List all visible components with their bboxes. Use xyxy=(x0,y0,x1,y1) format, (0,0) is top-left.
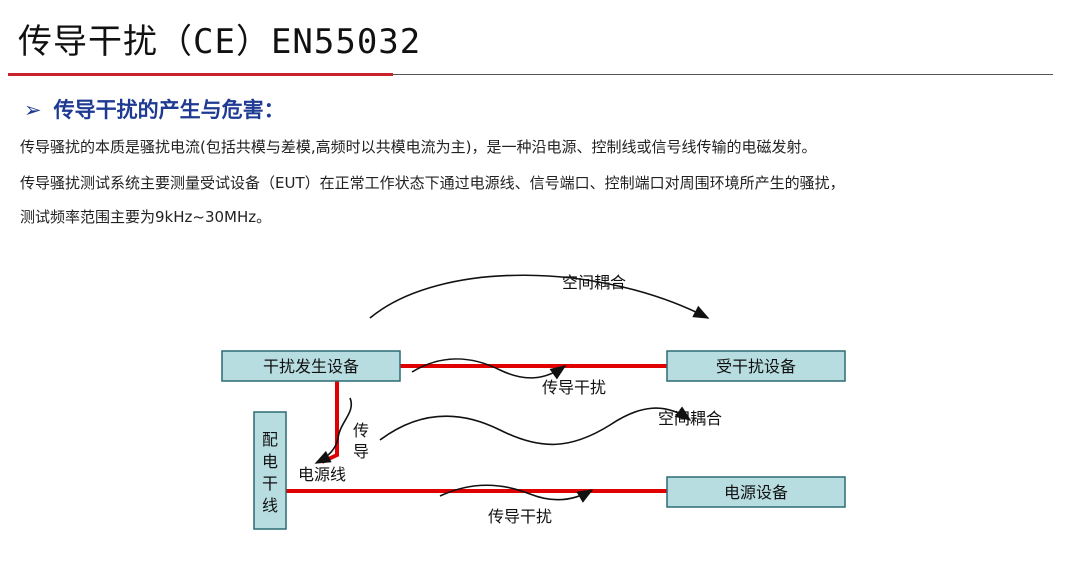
title-underline-red xyxy=(8,73,393,76)
conduct-vertical-wave xyxy=(314,397,353,464)
paragraph-2: 传导骚扰测试系统主要测量受试设备（EUT）在正常工作状态下通过电源线、信号端口、… xyxy=(20,174,845,192)
power-line-label: 电源线 xyxy=(298,465,346,484)
title-underline-grey xyxy=(393,74,1053,75)
distribution-line-box xyxy=(253,411,287,530)
space-coupling-label-top: 空间耦合 xyxy=(562,273,626,292)
paragraph-1: 传导骚扰的本质是骚扰电流(包括共模与差模,高频时以共模电流为主)，是一种沿电源、… xyxy=(20,138,817,156)
paragraph-3: 测试频率范围主要为9kHz~30MHz。 xyxy=(20,208,272,226)
victim-device-label: 受干扰设备 xyxy=(716,357,796,376)
power-device-label: 电源设备 xyxy=(724,483,788,502)
conduct-vertical-char-1: 传 xyxy=(353,421,369,440)
conducted-wave-top xyxy=(411,358,567,380)
space-coupling-wave-mid xyxy=(379,406,692,446)
conducted-label-bottom: 传导干扰 xyxy=(488,507,552,526)
section-title: 传导干扰的产生与危害： xyxy=(53,98,285,122)
distribution-char-1: 配 xyxy=(262,430,278,449)
space-coupling-arc-top xyxy=(369,274,710,319)
page-title: 传导干扰（CE）EN55032 xyxy=(18,22,422,62)
conducted-label-top: 传导干扰 xyxy=(542,378,606,397)
vertical-link-red xyxy=(321,381,339,464)
conduct-vertical-char-2: 导 xyxy=(353,442,369,461)
distribution-char-3: 干 xyxy=(262,474,278,493)
distribution-char-2: 电 xyxy=(262,452,278,471)
interference-source-box xyxy=(221,350,401,382)
space-coupling-label-mid: 空间耦合 xyxy=(658,409,722,428)
distribution-char-4: 线 xyxy=(262,496,278,515)
victim-device-box xyxy=(666,350,846,382)
arrow-bullet-icon: ➢ xyxy=(24,98,42,122)
conducted-wave-bottom xyxy=(439,484,594,503)
interference-source-label: 干扰发生设备 xyxy=(263,357,359,376)
power-device-box xyxy=(666,476,846,508)
section-heading: ➢ 传导干扰的产生与危害： xyxy=(24,94,285,124)
